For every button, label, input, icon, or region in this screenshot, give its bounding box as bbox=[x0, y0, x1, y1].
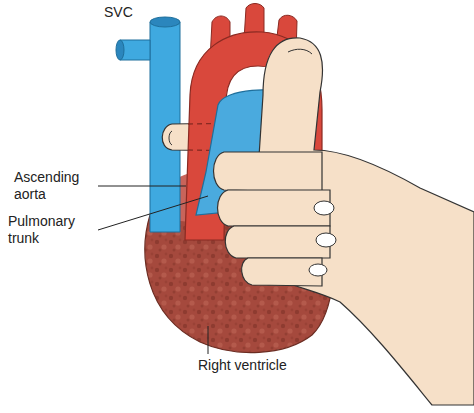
part-label: Right ventricle bbox=[198, 357, 338, 374]
finger-nail bbox=[309, 264, 327, 276]
finger bbox=[225, 226, 330, 258]
thumb-nail bbox=[288, 49, 312, 54]
part-label: Ascending aorta bbox=[14, 169, 94, 203]
svc-branch-opening bbox=[116, 40, 124, 60]
leader-line bbox=[98, 186, 186, 187]
part-label: Pulmonary trunk bbox=[8, 213, 94, 247]
leader-line bbox=[98, 196, 208, 230]
svc-opening bbox=[150, 17, 180, 27]
part-label: SVC bbox=[104, 4, 164, 21]
leader-line bbox=[208, 326, 209, 354]
finger-tip-line bbox=[169, 131, 172, 145]
finger bbox=[218, 190, 331, 226]
finger-nail bbox=[316, 233, 336, 247]
finger bbox=[214, 152, 323, 192]
finger-nail bbox=[314, 201, 334, 215]
